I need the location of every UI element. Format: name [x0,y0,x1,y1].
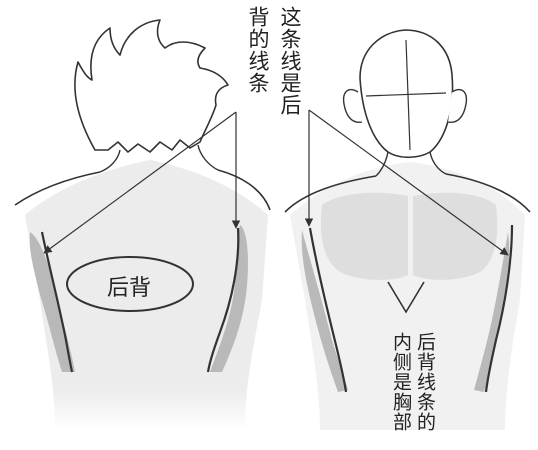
ear-left [342,88,363,123]
arrow-to-front-right-line [308,109,509,256]
right-lat-shade [210,225,248,372]
front-left-back-line [308,227,348,393]
neck-right-front [429,151,447,175]
shoulder-left [14,171,101,206]
back-view-figure [14,19,271,430]
left-pec-shade [320,192,408,280]
face-guide-horizontal [365,92,447,97]
neck-right [197,144,219,171]
arrow-to-left-line [43,111,237,254]
back-oval [66,256,194,312]
right-pec-shade [413,192,498,280]
hair-outline [74,19,229,153]
right-back-line [206,227,240,373]
neck-left [99,149,121,173]
front-right-back-line [484,224,514,393]
left-back-line [40,231,74,373]
label-back: 后背 [107,276,152,301]
left-lat-shade [29,232,75,372]
shoulder-right-front [445,173,531,213]
ear-right [447,88,468,123]
label-chest-inner: 内侧是胸部 [390,332,412,432]
label-back-line-of: 后背线条的 [414,332,436,432]
neck-left-front [375,151,389,177]
shoulder-right [217,169,271,211]
sternum-v [387,281,425,314]
label-these-are-back: 这条线是后 [278,6,302,116]
shoulder-left-front [284,175,377,213]
front-view-figure [284,29,531,430]
back-torso-shade [25,160,268,430]
face-outline [359,29,454,159]
label-back-lines: 背的线条 [246,6,270,94]
